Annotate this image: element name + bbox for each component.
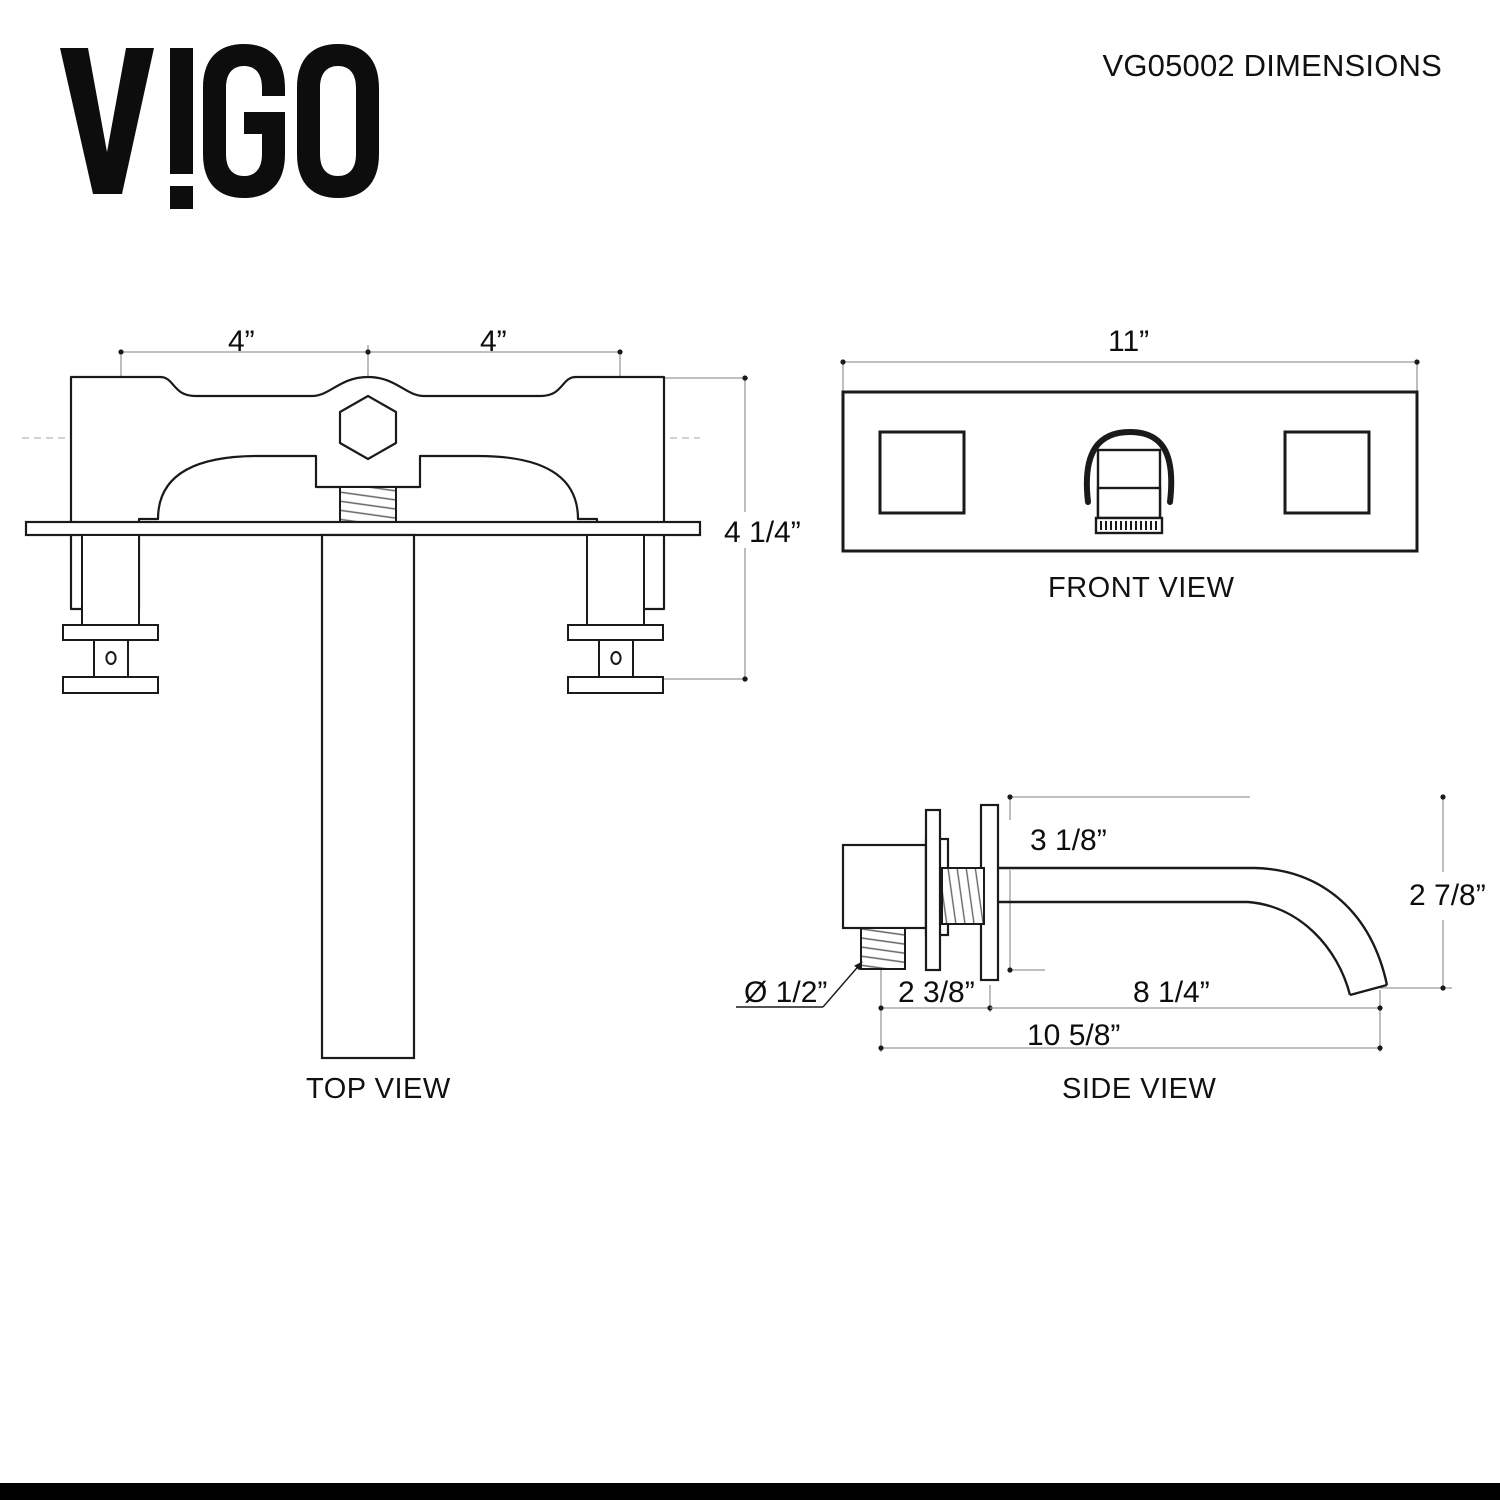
front-view-width-dim-ticks <box>840 359 1420 365</box>
dimension-top-right-spread: 4” <box>480 325 507 358</box>
top-view-left-handle-hole <box>105 651 117 665</box>
dimension-side-inlet-diameter: Ø 1/2” <box>744 976 828 1009</box>
front-view-width-dimension <box>842 361 1418 392</box>
front-view-left-handle <box>878 430 966 515</box>
side-view-total-dim-ticks <box>878 1045 1383 1051</box>
top-view-spout-tube <box>320 533 416 1060</box>
side-view-drop-dim-ticks <box>1440 794 1446 991</box>
front-view-right-handle <box>1283 430 1371 515</box>
side-view-valve-body <box>841 843 928 930</box>
side-view-drop-dimension <box>1380 797 1452 989</box>
top-view-body-outline <box>69 375 666 611</box>
dimension-side-rise: 3 1/8” <box>1030 824 1107 857</box>
page-title: VG05002 DIMENSIONS <box>1102 48 1442 83</box>
side-view-rise-dim-ticks <box>1007 794 1013 973</box>
side-view-total-dimension <box>880 1012 1381 1052</box>
top-view-spread-dim-ticks <box>118 349 623 355</box>
side-view-spout-outlet-face <box>1349 983 1388 997</box>
side-view-wall-flange <box>924 808 942 972</box>
front-view-aerator-teeth <box>1100 521 1157 530</box>
side-view-spout-upper-edge <box>998 866 1389 986</box>
dimension-side-reach: 8 1/4” <box>1133 976 1210 1009</box>
side-view-rise-dimension <box>1009 796 1250 971</box>
top-view-deck-plate <box>24 520 702 537</box>
view-label-top: TOP VIEW <box>306 1073 451 1105</box>
dimension-side-total-reach: 10 5/8” <box>1027 1019 1121 1052</box>
side-view-spout-thread <box>941 867 985 925</box>
side-view-reach-dim-ticks <box>1377 1005 1383 1011</box>
front-view-spout-collar <box>1096 486 1162 520</box>
side-view-inlet-leader <box>736 961 863 1008</box>
side-view-inlet-thread <box>860 927 906 970</box>
vigo-logo <box>58 42 388 222</box>
top-view-drawing <box>22 345 748 1060</box>
top-view-height-dimension <box>663 377 748 680</box>
dimension-front-width: 11” <box>1108 325 1150 358</box>
dimension-side-wall-to-flange: 2 3/8” <box>898 976 975 1009</box>
footer-bar <box>0 1483 1500 1500</box>
dimension-top-left-spread: 4” <box>228 325 255 358</box>
view-label-side: SIDE VIEW <box>1062 1073 1217 1105</box>
view-label-front: FRONT VIEW <box>1048 572 1235 604</box>
front-view-spout-arc <box>1083 428 1175 505</box>
dimension-top-height: 4 1/4” <box>724 516 801 549</box>
top-view-right-handle-stem <box>567 534 664 694</box>
side-view-drawing <box>736 794 1452 1052</box>
top-view-height-dim-ticks <box>742 375 748 682</box>
side-view-spout-lower-edge <box>998 900 1352 996</box>
top-view-hex-nut <box>338 394 398 461</box>
front-view-drawing <box>840 359 1420 553</box>
dimension-side-spout-drop: 2 7/8” <box>1409 879 1486 912</box>
top-view-right-handle-hole <box>610 651 622 665</box>
